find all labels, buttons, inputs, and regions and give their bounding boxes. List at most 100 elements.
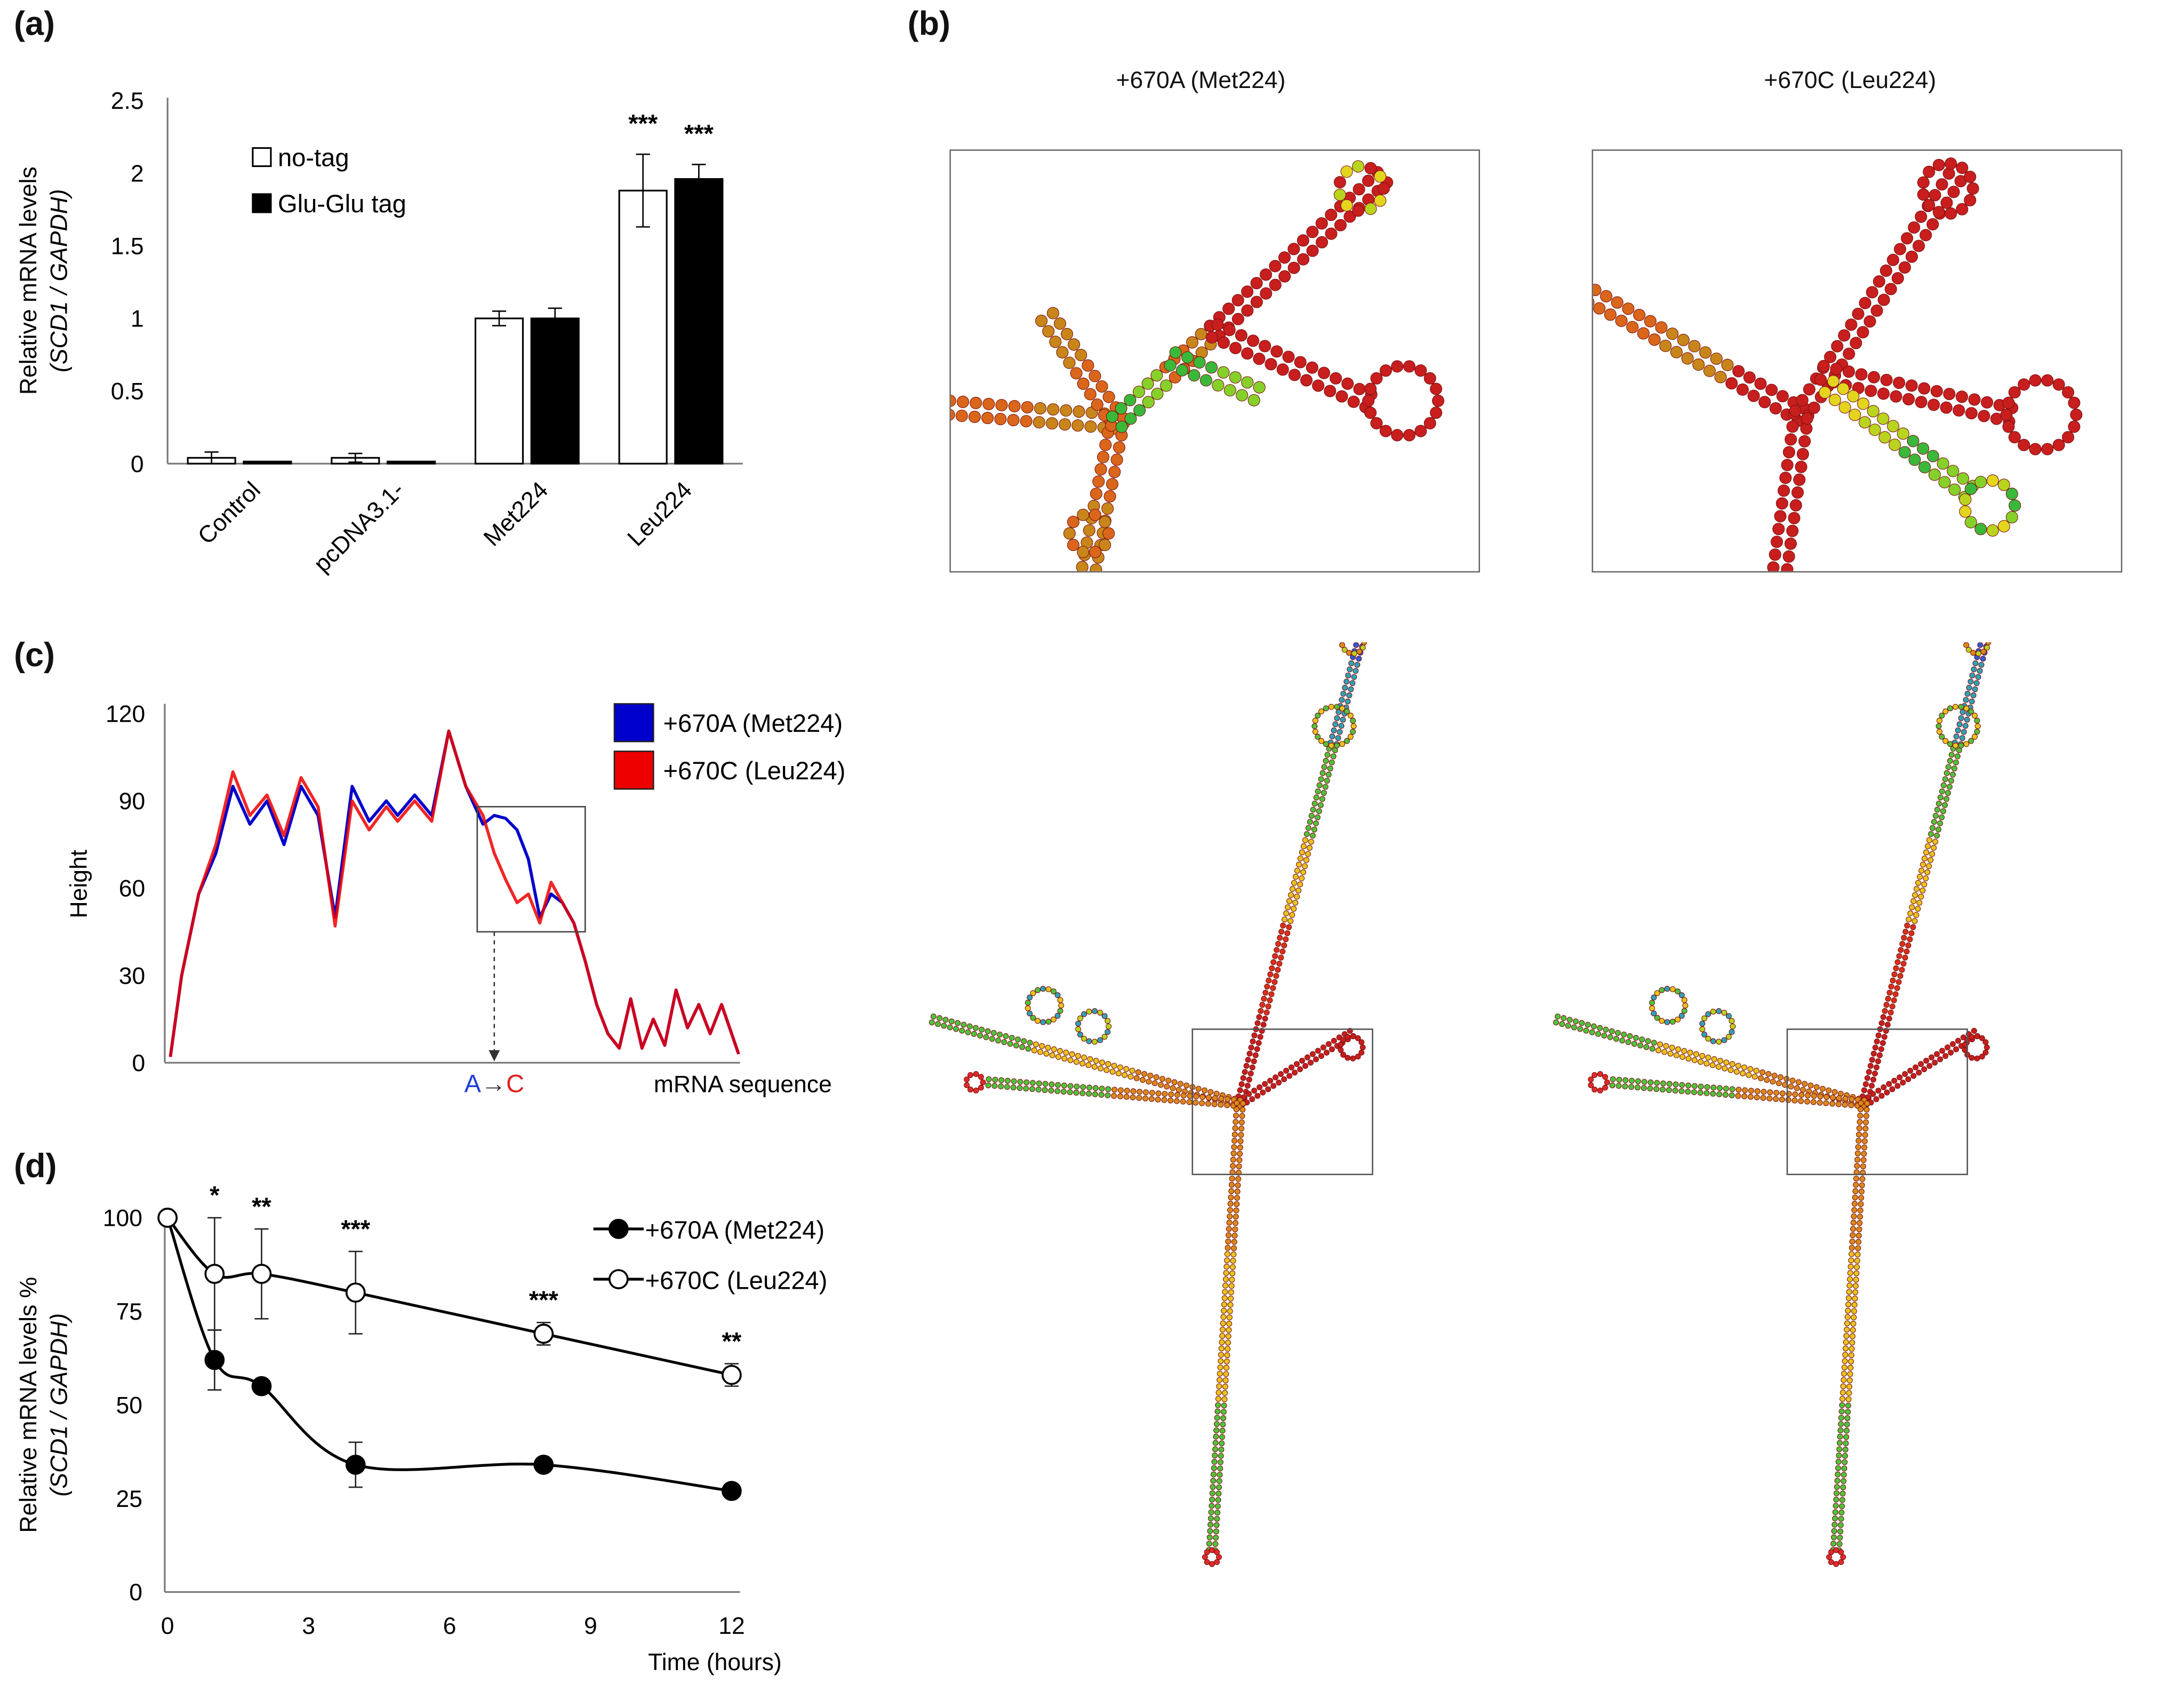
rna-base xyxy=(1937,457,1949,470)
rna-base xyxy=(1969,672,1975,679)
rna-loop-base xyxy=(1966,182,1979,195)
c-ytick-label: 120 xyxy=(106,701,145,728)
rna-loop-base xyxy=(1828,1549,1834,1555)
rna-base xyxy=(1130,1094,1136,1100)
rna-base xyxy=(1082,359,1094,372)
rna-loop-base xyxy=(980,1079,986,1086)
rna-loop-base xyxy=(1833,1561,1839,1567)
rna-loop-base xyxy=(2070,409,2083,421)
rna-base xyxy=(1842,1447,1849,1453)
rna-base xyxy=(1849,1096,1855,1103)
rna-base xyxy=(1233,1119,1239,1125)
rna-base xyxy=(1211,1458,1218,1465)
rna-base xyxy=(1217,1472,1223,1478)
rna-base xyxy=(1029,1080,1036,1086)
rna-base xyxy=(1609,1028,1615,1034)
rna-base xyxy=(1675,1046,1681,1052)
rna-base xyxy=(966,1023,973,1029)
rna-base xyxy=(1800,1087,1806,1093)
rna-base xyxy=(1142,1095,1149,1102)
rna-loop-base xyxy=(1956,162,1969,174)
rna-base xyxy=(1902,929,1909,935)
rna-loop-base xyxy=(1678,1012,1685,1019)
rna-base xyxy=(1117,1064,1123,1071)
rna-base xyxy=(1143,1089,1149,1096)
rna-base xyxy=(1908,453,1921,466)
rna-base xyxy=(1785,1097,1791,1103)
rna-base xyxy=(1122,1072,1128,1078)
rna-loop-base xyxy=(1430,382,1443,395)
rna-base xyxy=(1819,386,1831,399)
rna-base xyxy=(1164,359,1177,372)
rna-base xyxy=(1230,1150,1237,1156)
rna-base xyxy=(1210,1484,1216,1490)
rna-base xyxy=(1171,1079,1178,1086)
rna-base xyxy=(1669,1044,1675,1051)
rna-base xyxy=(1945,789,1951,796)
rna-base xyxy=(1092,1091,1098,1097)
rna-base xyxy=(1214,1415,1220,1421)
rna-base xyxy=(1063,1049,1069,1056)
rna-base xyxy=(994,413,1007,426)
rna-base xyxy=(1593,298,1595,306)
rna-base xyxy=(1802,1081,1808,1087)
rna-base xyxy=(965,1029,971,1035)
d-significance-mark: ** xyxy=(722,1327,741,1355)
rna-base xyxy=(1279,948,1286,955)
rna-loop-base xyxy=(1092,1039,1098,1045)
rna-base xyxy=(1059,418,1071,431)
rna-base xyxy=(1276,961,1283,967)
rna-base xyxy=(1966,684,1972,691)
d-ytick-label: 25 xyxy=(116,1486,143,1512)
rna-base xyxy=(1861,1138,1868,1144)
rna-base xyxy=(1215,1390,1222,1396)
rna-loop-base xyxy=(1937,729,1943,735)
rna-base xyxy=(1860,1157,1867,1163)
rna-base xyxy=(1099,1059,1106,1066)
rna-base xyxy=(1838,1415,1844,1421)
rna-base xyxy=(1841,1377,1847,1383)
rna-loop-base xyxy=(1315,713,1321,719)
rna-base xyxy=(1873,1096,1879,1103)
rna-base xyxy=(1928,468,1941,481)
rna-base xyxy=(1962,723,1969,729)
rna-base xyxy=(1868,424,1881,436)
rna-base xyxy=(1098,1091,1105,1098)
rna-base xyxy=(1234,1195,1240,1201)
rna-base xyxy=(1205,361,1218,374)
rna-base xyxy=(1186,336,1198,349)
rna-base xyxy=(1313,820,1319,827)
bar-glu-glu-tag-2 xyxy=(530,317,580,465)
rna-base xyxy=(1057,1048,1063,1054)
a-ytick-label: 2.5 xyxy=(111,88,144,114)
rna-base xyxy=(1237,1151,1243,1157)
rna-base xyxy=(1332,721,1339,728)
d-ytick-label: 0 xyxy=(129,1579,142,1606)
rna-base xyxy=(1886,1081,1892,1087)
rna-base xyxy=(1842,1102,1848,1108)
rna-base xyxy=(1854,1251,1861,1258)
rna-base xyxy=(1070,367,1083,380)
rna-base xyxy=(1953,733,1959,740)
rna-base xyxy=(1288,892,1294,898)
rna-base xyxy=(1850,1321,1857,1327)
rna-base xyxy=(1981,396,1994,409)
rna-base xyxy=(1954,753,1961,760)
a-ytick-label: 1.5 xyxy=(111,233,144,259)
rna-base xyxy=(1232,1125,1238,1131)
rna-loop-base xyxy=(2018,378,2030,391)
rna-loop-base xyxy=(1649,1005,1655,1011)
rna-base xyxy=(1838,1408,1845,1415)
rna-base xyxy=(1260,1021,1267,1028)
rna-base xyxy=(1248,1044,1254,1051)
rna-base xyxy=(1660,1087,1666,1093)
rna-base xyxy=(1133,1075,1140,1081)
c-mutation-arrow-head xyxy=(489,1050,500,1062)
rna-base xyxy=(1224,1102,1230,1108)
rna-base xyxy=(1222,1390,1228,1396)
rna-base xyxy=(1110,453,1123,466)
rna-base xyxy=(1844,1415,1851,1422)
rna-base xyxy=(1951,765,1957,772)
rna-base xyxy=(1212,1541,1219,1547)
rna-base xyxy=(1250,296,1263,308)
